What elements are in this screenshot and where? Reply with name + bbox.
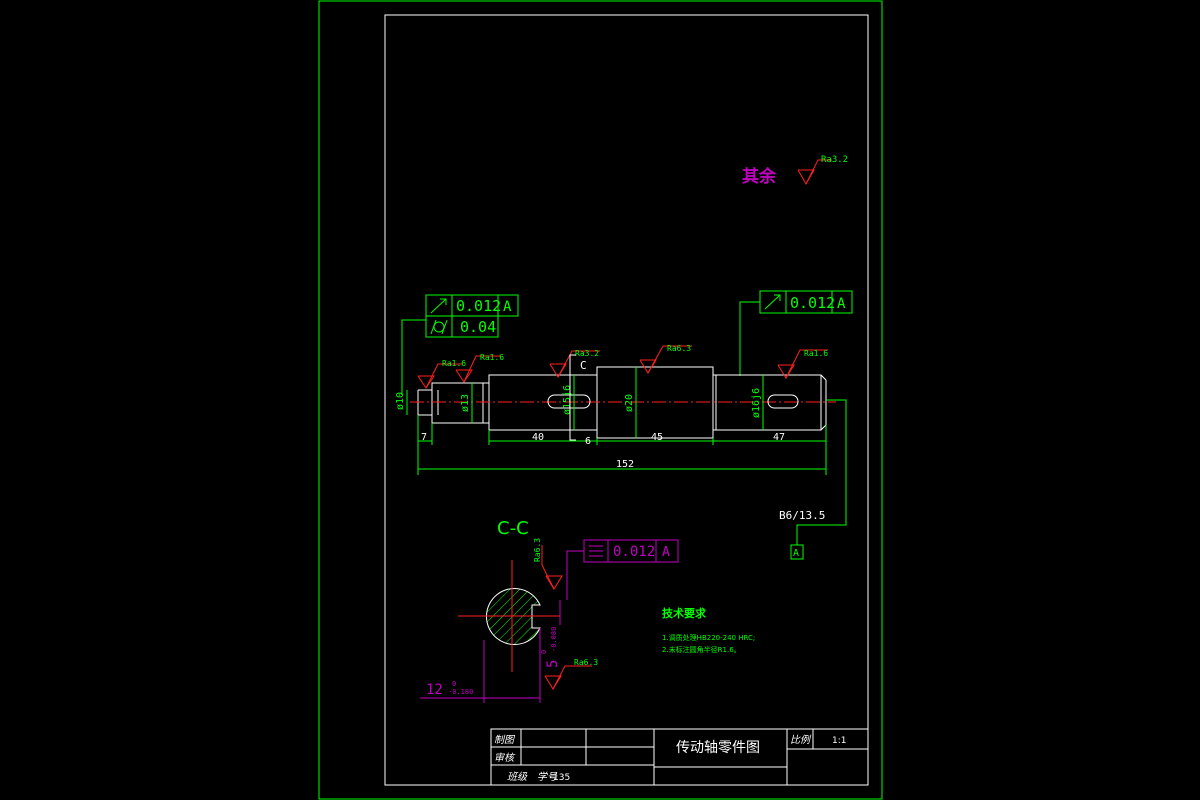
section-roughness-2: Ra6.3: [574, 658, 598, 667]
len-40: 40: [532, 432, 544, 443]
width-tol-upper: 0: [452, 680, 456, 688]
roughness-mid: Ra6.3: [667, 344, 691, 353]
general-roughness-label: 其余: [742, 166, 777, 187]
section-sym-datum: A: [662, 545, 670, 560]
tech-req-item-1: 1.调质处理HB220-240 HRC;: [662, 633, 755, 642]
section-sym-value: 0.012: [613, 544, 655, 560]
general-roughness-value: Ra3.2: [821, 155, 848, 165]
len-7: 7: [421, 432, 427, 443]
technical-requirements: 技术要求 1.调质处理HB220-240 HRC; 2.未标注圆角半径R1.6。: [662, 606, 755, 654]
class-label: 班级: [507, 771, 528, 783]
len-45: 45: [651, 432, 663, 443]
roughness-right: Ra1.6: [804, 349, 828, 358]
title-block: 制图 审核 传动轴零件图 比例 1:1 班级 学号 135: [490, 728, 869, 786]
section-title: C-C: [497, 518, 529, 539]
right-runout-datum: A: [837, 296, 846, 312]
length-dimensions: 7 40 6 45 47 152: [417, 415, 827, 475]
width-value: 12: [426, 682, 443, 698]
roughness-left-1: Ra1.6: [442, 359, 466, 368]
drawn-by-label: 制图: [494, 734, 516, 746]
roughness-left-2: Ra1.6: [480, 353, 504, 362]
right-runout-value: 0.012: [790, 294, 835, 312]
width-tol-lower: -0.180: [448, 688, 473, 696]
general-roughness-note: 其余 Ra3.2: [742, 155, 848, 187]
depth-tol-lower: -0.080: [550, 627, 558, 652]
roughness-key-1: Ra3.2: [575, 349, 599, 358]
diameter-dimensions: ø10 ø13 ø15j6 ø20 ø16j6: [395, 367, 764, 438]
runout-icon: [430, 298, 447, 314]
left-cyl-value: 0.04: [460, 318, 496, 336]
len-6: 6: [585, 436, 591, 447]
checked-by-label: 审核: [494, 752, 516, 764]
len-152: 152: [616, 459, 634, 470]
cut-label-top: C: [580, 359, 587, 372]
number-label: 学号: [537, 771, 558, 783]
dia-10: ø10: [395, 392, 406, 410]
depth-tol-upper: 0: [540, 650, 548, 654]
dia-13: ø13: [460, 394, 471, 412]
left-runout-value: 0.012: [456, 297, 501, 315]
bearing-spec: B6/13.5: [779, 509, 825, 522]
right-tolerance-frame: 0.012 A: [739, 290, 853, 376]
section-view: C-C Ra6.3 Ra6.3 0.012 A 5 0 -0.080: [420, 518, 679, 703]
shaft-roughness-symbols: Ra1.6 Ra1.6 Ra3.2 Ra6.3 Ra1.6: [417, 344, 828, 389]
left-runout-datum: A: [503, 299, 512, 315]
keyway-1: [547, 394, 591, 409]
dia-20: ø20: [624, 394, 635, 412]
scale-value: 1:1: [832, 736, 846, 746]
dia-15: ø15j6: [562, 385, 573, 415]
shaft-outline: [410, 366, 836, 439]
scale-label: 比例: [790, 734, 812, 746]
runout-icon: [764, 294, 781, 310]
symmetry-icon: [589, 545, 603, 557]
dia-16: ø16j6: [751, 388, 762, 418]
keyway-2: [767, 394, 799, 409]
section-roughness-1: Ra6.3: [533, 538, 542, 562]
datum-a-box-label: A: [793, 548, 799, 559]
drawing-name: 传动轴零件图: [676, 740, 760, 756]
tech-req-item-2: 2.未标注圆角半径R1.6。: [662, 645, 741, 654]
cylindricity-icon: [430, 319, 448, 335]
left-tolerance-frame: 0.012 A 0.04: [401, 294, 519, 395]
tech-req-title: 技术要求: [662, 606, 707, 620]
len-47: 47: [773, 432, 785, 443]
depth-value: 5: [545, 660, 561, 668]
section-cut-marker: C: [569, 354, 587, 441]
datum-a-leader: B6/13.5 A: [779, 399, 847, 560]
number-value: 135: [553, 773, 570, 783]
outer-border: [318, 0, 883, 800]
